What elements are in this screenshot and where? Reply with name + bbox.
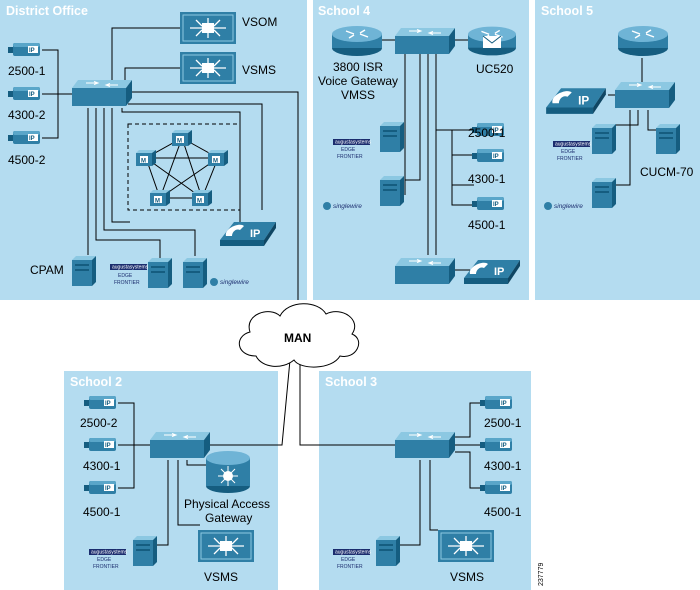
svg-text:augustasystems: augustasystems [555,142,592,148]
server-icon [380,122,404,152]
district-cam3-label: 4500-2 [8,153,46,167]
server-icon [380,176,404,206]
access-gateway-icon [206,451,250,493]
svg-text:FRONTIER: FRONTIER [337,564,363,570]
school2-cam2-label: 4300-1 [83,459,121,473]
svg-text:singlewire: singlewire [554,203,583,210]
svg-text:singlewire: singlewire [333,203,362,210]
svg-text:augustasystems: augustasystems [91,550,128,556]
augusta-edge-frontier-logo: augustasystems EDGE FRONTIER [333,549,372,570]
svg-text:augustasystems: augustasystems [335,550,372,556]
media-server-icon [150,190,170,206]
server-icon [592,124,616,154]
school3-cam2-label: 4300-1 [484,459,522,473]
server-icon [183,258,207,288]
school4-cam3-label: 4500-1 [468,218,506,232]
switch-icon [395,258,455,284]
augusta-edge-frontier-logo: augustasystems EDGE FRONTIER [89,549,128,570]
pag-label-line2: Gateway [205,511,252,525]
school4-cam1-label: 2500-1 [468,126,506,140]
connection-lines [42,27,658,546]
uc520-icon [468,25,516,57]
media-server-icon [192,190,212,206]
augusta-edge-frontier-logo: augustasystems EDGE FRONTIER [110,264,149,286]
school3-cam3-label: 4500-1 [484,505,522,519]
school4-cam2-label: 4300-1 [468,172,506,186]
svg-text:singlewire: singlewire [220,279,249,286]
svg-text:EDGE: EDGE [97,557,112,563]
school3-title: School 3 [325,375,377,389]
cucm-server-icon [656,124,680,154]
school2-title: School 2 [70,375,122,389]
cucm-label: CUCM-70 [640,165,694,179]
singlewire-logo: singlewire [323,202,362,210]
vsms-server-icon [438,530,494,562]
switch-icon [72,80,132,106]
server-icon [592,178,616,208]
school4-gateway-line3: VMSS [341,88,375,102]
augusta-edge-frontier-logo: augustasystems EDGE FRONTIER [333,139,372,160]
district-vsms-label: VSMS [242,63,276,77]
school2-cam3-label: 4500-1 [83,505,121,519]
singlewire-logo: singlewire [544,202,583,210]
school5-title: School 5 [541,4,593,18]
server-icon [376,536,400,566]
district-title: District Office [6,4,88,18]
switch-icon [395,432,455,458]
vsom-server-icon [180,12,236,44]
svg-text:FRONTIER: FRONTIER [337,154,363,160]
switch-icon [615,82,675,108]
server-icon [148,258,172,288]
media-server-icon [136,150,156,166]
school2-vsms-label: VSMS [204,570,238,584]
svg-text:FRONTIER: FRONTIER [93,564,119,570]
vsms-server-icon [180,52,236,84]
media-server-icon [208,150,228,166]
pag-label-line1: Physical Access [184,497,270,511]
district-cam1-label: 2500-1 [8,64,46,78]
svg-text:FRONTIER: FRONTIER [114,280,140,286]
svg-text:FRONTIER: FRONTIER [557,156,583,162]
vsom-label: VSOM [242,15,277,29]
switch-icon [150,432,210,458]
school4-title: School 4 [318,4,370,18]
man-label: MAN [284,331,311,345]
cpam-server-icon [72,256,96,286]
school4-gateway-line1: 3800 ISR [333,60,383,74]
mcu-cluster-box [127,123,241,211]
cloud-icon [239,303,360,368]
singlewire-logo: singlewire [210,278,249,286]
school4-gateway-line2: Voice Gateway [318,74,398,88]
school3-vsms-label: VSMS [450,570,484,584]
figure-id: 237779 [538,563,545,586]
svg-text:EDGE: EDGE [341,557,356,563]
switch-icon [395,28,455,54]
server-icon [133,536,157,566]
media-server-icon [172,130,192,146]
router-icon [332,26,382,56]
router-icon [618,26,668,56]
cpam-label: CPAM [30,263,64,277]
svg-text:EDGE: EDGE [118,273,133,279]
school2-cam1-label: 2500-2 [80,416,118,430]
svg-text:EDGE: EDGE [561,149,576,155]
uc520-label: UC520 [476,62,514,76]
augusta-edge-frontier-logo: augustasystems EDGE FRONTIER [553,141,592,162]
vsms-server-icon [198,530,254,562]
svg-text:EDGE: EDGE [341,147,356,153]
svg-text:augustasystems: augustasystems [112,265,149,271]
svg-text:augustasystems: augustasystems [335,140,372,146]
school3-cam1-label: 2500-1 [484,416,522,430]
district-cam2-label: 4300-2 [8,108,46,122]
